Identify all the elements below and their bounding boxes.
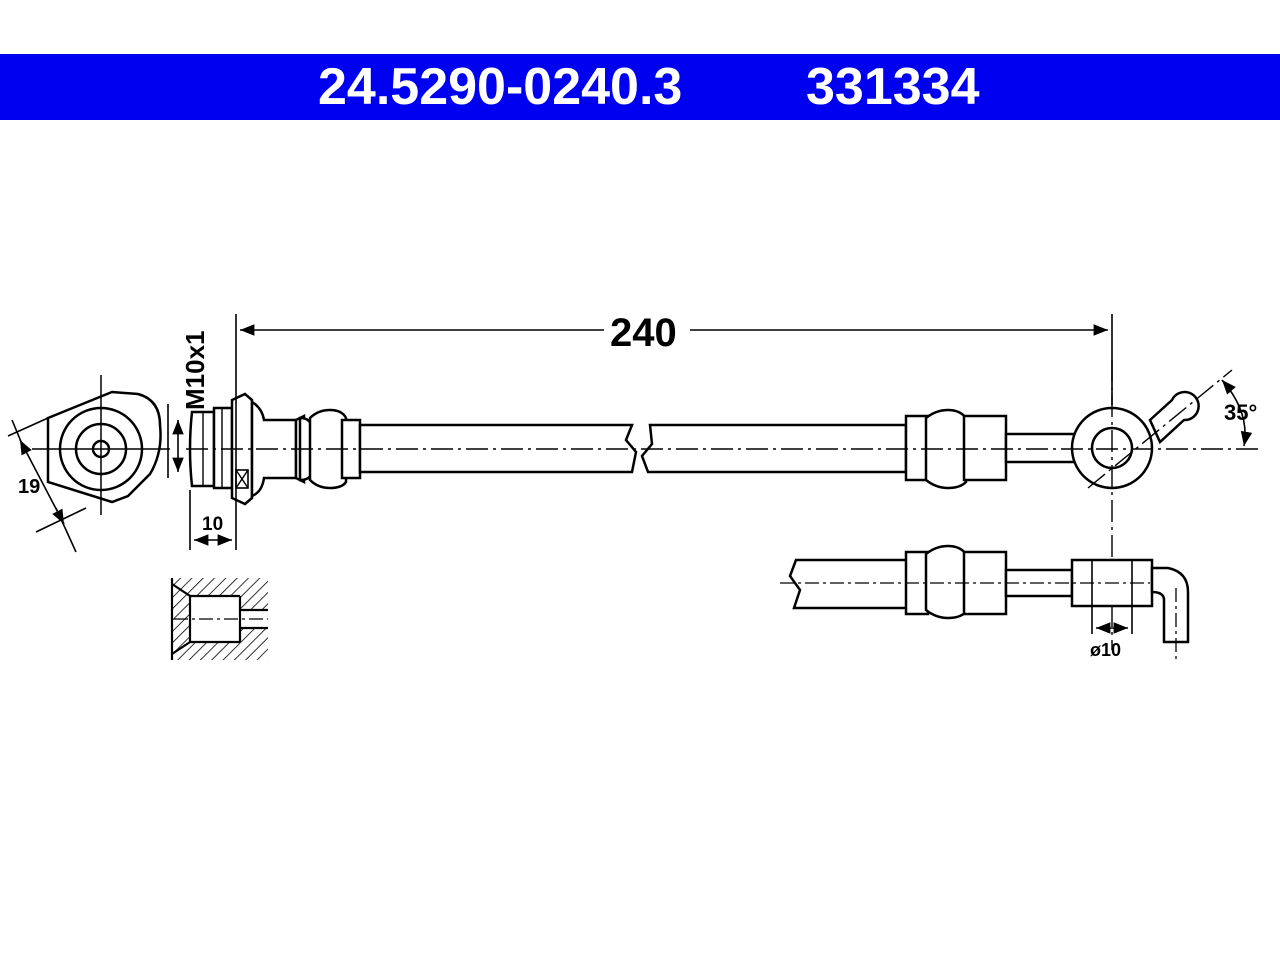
eye-diameter-dimension xyxy=(1091,560,1133,634)
hex-dimension xyxy=(7,417,87,553)
side-view xyxy=(788,544,1190,644)
header-bar xyxy=(0,54,1280,120)
centerlines xyxy=(186,360,1262,650)
thread-length-label: 10 xyxy=(202,514,223,535)
angle-label: 35° xyxy=(1224,400,1257,425)
hex-label: 19 xyxy=(18,476,40,498)
banjo-fitting xyxy=(1004,390,1200,490)
thread-label: M10x1 xyxy=(180,331,210,411)
seat-section-view xyxy=(170,578,268,660)
right-ferrule xyxy=(904,408,1008,490)
length-label: 240 xyxy=(610,311,677,355)
end-view-hex xyxy=(32,375,170,515)
angle-dimension xyxy=(1221,379,1253,447)
length-dimension xyxy=(235,314,1113,550)
thread-length-dimension xyxy=(189,490,232,550)
hose-left-segment xyxy=(358,423,638,474)
eye-diameter-label: ø10 xyxy=(1090,640,1121,660)
reference-number: 331334 xyxy=(806,58,980,116)
part-number: 24.5290-0240.3 xyxy=(318,58,683,116)
